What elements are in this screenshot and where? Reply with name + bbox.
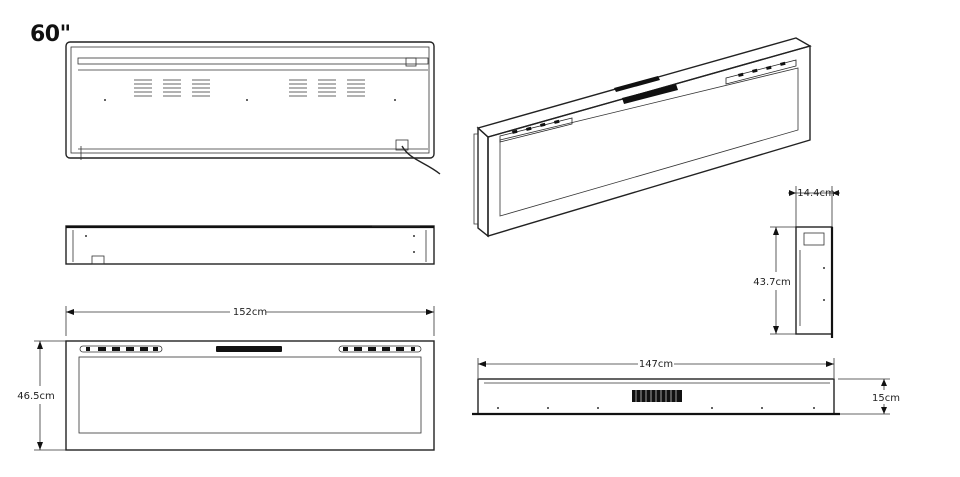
front-width-arrow-right xyxy=(426,309,434,315)
side-screws xyxy=(823,267,825,301)
rear-outer-frame xyxy=(65,41,435,159)
rear-vents-left xyxy=(134,79,210,97)
front-vent-right-slots xyxy=(343,347,415,351)
front-outer-frame xyxy=(65,340,435,451)
front-view: 152cm 46.5cm xyxy=(17,306,435,451)
perspective-side-face xyxy=(477,126,489,238)
side-depth-label: 14.4cm xyxy=(797,188,835,199)
perspective-glass-panel xyxy=(499,67,799,217)
top-view xyxy=(65,225,435,265)
rear-screws xyxy=(104,99,396,101)
side-height-arrow-bottom xyxy=(773,326,779,334)
bottom-depth-label: 15cm xyxy=(872,393,900,404)
bottom-screws xyxy=(497,407,815,409)
perspective-top-vent xyxy=(614,76,660,92)
front-vent-left xyxy=(79,345,163,353)
side-view: 14.4cm 43.7cm xyxy=(753,186,840,338)
top-view-outline xyxy=(65,225,435,265)
rear-vents-right xyxy=(289,79,365,97)
bottom-vent-slots xyxy=(635,390,677,402)
bottom-depth-arrow-top xyxy=(881,379,887,386)
perspective-view xyxy=(473,37,812,238)
front-height-arrow-bottom xyxy=(37,442,43,450)
rear-top-rail xyxy=(77,57,429,65)
front-width-arrow-left xyxy=(66,309,74,315)
side-height-arrow-top xyxy=(773,227,779,235)
side-depth-arrow-right xyxy=(832,190,839,196)
perspective-flame-bar xyxy=(622,84,678,104)
perspective-vent-left xyxy=(499,117,573,143)
perspective-vent-right xyxy=(725,59,797,85)
front-flame-bar xyxy=(216,346,282,352)
front-vent-left-slots xyxy=(86,347,158,351)
side-depth-arrow-left xyxy=(789,190,796,196)
bottom-depth-arrow-bottom xyxy=(881,407,887,414)
front-width-label: 152cm xyxy=(233,307,267,318)
front-height-label: 46.5cm xyxy=(17,391,55,402)
perspective-side-trim xyxy=(473,133,479,225)
front-height-arrow-top xyxy=(37,341,43,349)
power-socket xyxy=(395,139,409,151)
rear-view xyxy=(65,41,441,175)
perspective-top-face xyxy=(476,37,812,138)
bottom-width-arrow-right xyxy=(826,361,834,367)
bottom-vent-grille xyxy=(632,390,682,402)
bottom-width-arrow-left xyxy=(478,361,486,367)
power-cord xyxy=(401,145,441,175)
side-outline xyxy=(795,226,833,335)
bottom-view: 147cm 15cm xyxy=(472,358,900,416)
side-top-bracket xyxy=(803,232,825,246)
front-vent-right xyxy=(338,345,422,353)
front-glass-panel xyxy=(78,356,422,434)
rear-inner-frame xyxy=(70,46,430,154)
side-height-label: 43.7cm xyxy=(753,277,791,288)
top-view-bracket xyxy=(91,255,105,265)
rear-bracket xyxy=(405,57,417,67)
model-size-label: 60" xyxy=(30,22,71,47)
bottom-width-label: 147cm xyxy=(639,359,673,370)
top-view-screws xyxy=(85,235,415,253)
